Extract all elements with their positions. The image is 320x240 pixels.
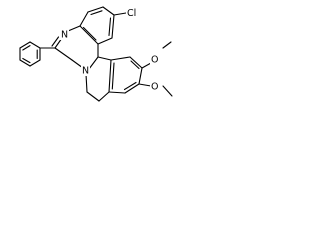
atom-label-cl: Cl — [126, 6, 140, 19]
tetrahydroisoquinoline-ring — [85, 56, 112, 102]
svg-text:N: N — [82, 66, 89, 77]
svg-text:O: O — [151, 82, 158, 93]
molecule-structure: Cl N N O O — [19, 6, 173, 102]
dimethoxybenzene-ring — [108, 41, 173, 97]
svg-text:N: N — [61, 30, 68, 41]
chlorobenzene-ring — [79, 6, 127, 58]
svg-text:Cl: Cl — [127, 8, 136, 19]
atom-label-upper-o: O — [150, 53, 161, 66]
phenyl-ring — [19, 41, 41, 67]
atom-label-imine-n: N — [60, 28, 69, 41]
atom-label-lower-o: O — [150, 80, 161, 93]
structure-diagram: Cl N N O O — [0, 0, 190, 110]
svg-text:O: O — [151, 55, 158, 66]
atom-label-amine-n: N — [81, 64, 90, 77]
